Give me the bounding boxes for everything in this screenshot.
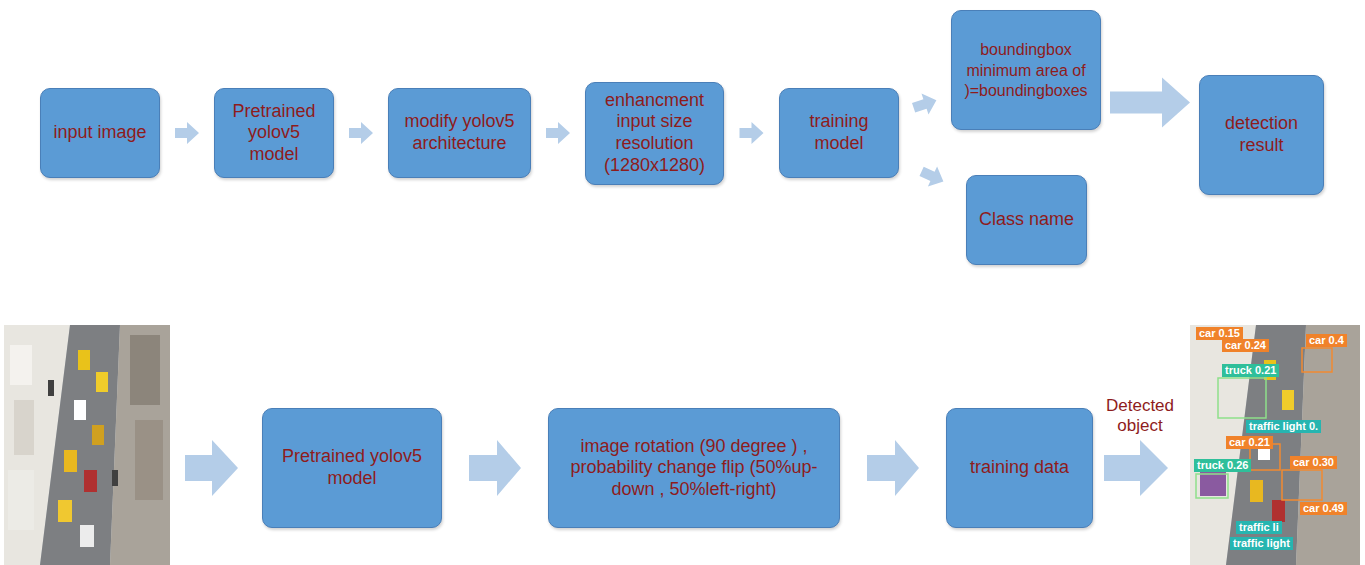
input-photo [4,325,170,565]
process-box: Pretrained yolov5 model [214,88,334,178]
detection-tag: traffic li [1236,521,1282,534]
box-text: image rotation (90 degree ) , probabilit… [557,436,831,501]
box-text: boundingbox [980,40,1072,59]
box-text: training data [970,457,1069,479]
process-box: boundingbox minimum area of )=boundingbox… [951,10,1101,130]
box-text: detection result [1208,113,1315,156]
process-box: training data [946,408,1093,528]
detection-tag: car 0.21 [1226,436,1273,449]
block-arrow [546,122,570,144]
box-text: training model [788,111,890,154]
process-box: image rotation (90 degree ) , probabilit… [548,408,840,528]
detection-tag: car 0.30 [1290,456,1337,469]
block-arrow [469,440,521,496]
process-box: detection result [1199,75,1324,195]
detection-tag: car 0.4 [1306,334,1347,347]
process-box: modify yolov5 architecture [388,88,531,178]
detection-tag: car 0.49 [1300,502,1347,515]
detection-tag: traffic light [1230,537,1293,550]
block-arrow [1104,440,1168,496]
output-photo [1190,325,1360,565]
process-box: Pretrained yolov5 model [262,408,442,528]
block-arrow [912,94,936,115]
block-arrow [185,440,238,496]
process-box: Class name [966,175,1087,265]
detection-tag: truck 0.26 [1194,459,1251,472]
detection-tag: car 0.24 [1222,339,1269,352]
box-text: input image [53,122,146,144]
block-arrow [740,122,764,144]
box-text: modify yolov5 architecture [397,111,522,154]
block-arrow [349,122,373,144]
block-arrow [175,122,199,144]
detection-tag: truck 0.21 [1222,364,1279,377]
process-box: enhancment input size resolution (1280x1… [585,82,724,185]
box-text: Pretrained yolov5 model [271,446,433,489]
box-text: minimum area of )=boundingboxes [960,61,1092,99]
block-arrow [867,440,919,496]
block-arrow [1110,78,1190,128]
detection-tag: traffic light 0. [1246,420,1321,433]
box-text: Pretrained yolov5 model [223,101,325,166]
arrow-label: Detected object [1098,396,1182,437]
process-box: input image [40,88,160,178]
block-arrow [920,166,944,186]
box-text: Class name [979,209,1074,231]
box-text: enhancment input size resolution (1280x1… [594,90,715,176]
process-box: training model [779,88,899,178]
